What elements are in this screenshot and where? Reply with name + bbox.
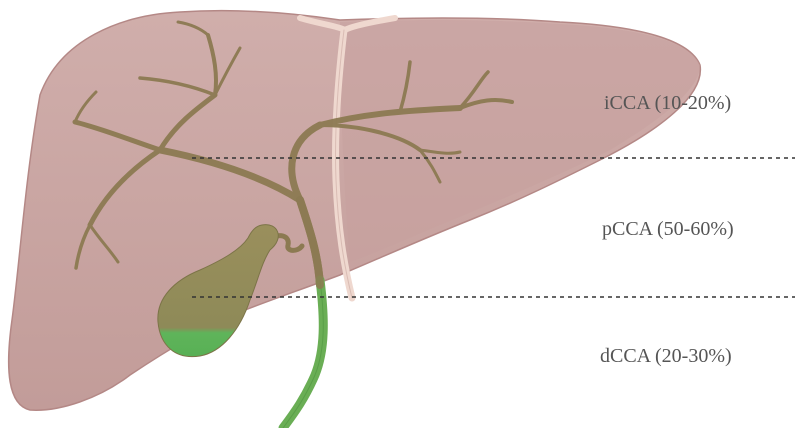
dcca-label: dCCA (20-30%)	[600, 345, 732, 368]
common-bile-duct	[283, 280, 323, 428]
icca-label: iCCA (10-20%)	[604, 92, 731, 115]
pcca-label: pCCA (50-60%)	[602, 218, 734, 241]
